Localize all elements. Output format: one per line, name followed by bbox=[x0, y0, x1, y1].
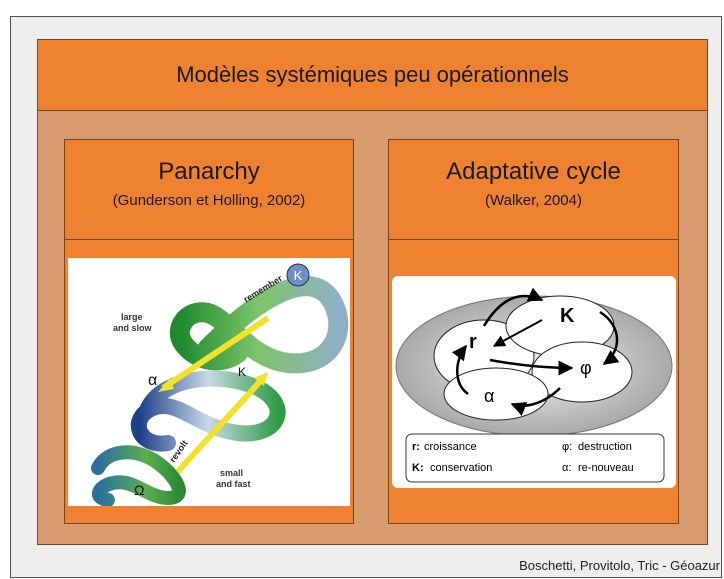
legend-phi-label: destruction bbox=[578, 441, 632, 453]
k-badge-label: K bbox=[294, 268, 303, 283]
arrow-alpha-to-r bbox=[451, 344, 469, 396]
and-slow-label: and slow bbox=[113, 323, 153, 333]
small-loop bbox=[91, 445, 186, 507]
credit-footer: Boschetti, Provitolo, Tric - Géoazur bbox=[519, 558, 720, 573]
legend-alpha-key: α: bbox=[562, 462, 571, 474]
adaptive-cycle-diagram: r K φ α r: croissance K: conservation φ:… bbox=[392, 276, 676, 488]
k-mid-label: K bbox=[238, 365, 246, 379]
panarchy-subtitle: (Gunderson et Holling, 2002) bbox=[112, 192, 306, 209]
large-loop bbox=[169, 276, 349, 374]
panarchy-diagram: K remember large and slow α K revolt sma… bbox=[68, 258, 350, 507]
node-alpha: α bbox=[484, 386, 494, 406]
middle-loop bbox=[130, 370, 286, 452]
alpha-label: α bbox=[148, 372, 157, 389]
panarchy-card-header: Panarchy (Gunderson et Holling, 2002) bbox=[64, 139, 354, 240]
arrow-phi-to-alpha bbox=[510, 387, 561, 416]
large-label: large bbox=[121, 312, 143, 322]
small-label: small bbox=[220, 468, 243, 478]
remember-arrowhead bbox=[158, 378, 174, 392]
title-bar: Modèles systémiques peu opérationnels bbox=[37, 39, 708, 111]
and-fast-label: and fast bbox=[216, 479, 251, 489]
legend-r-key: r: bbox=[412, 441, 420, 453]
node-phi: φ bbox=[580, 358, 592, 378]
legend-phi-key: φ: bbox=[562, 441, 572, 453]
slide-title: Modèles systémiques peu opérationnels bbox=[176, 62, 569, 87]
node-r: r bbox=[469, 331, 477, 353]
k-badge-icon bbox=[286, 263, 310, 287]
arrow-k-to-phi bbox=[599, 310, 620, 366]
node-k: K bbox=[560, 305, 575, 327]
arrow-r-to-phi bbox=[489, 358, 574, 376]
legend-alpha-label: re-nouveau bbox=[578, 462, 634, 474]
arrow-k-to-r bbox=[492, 319, 543, 347]
revolt-arrowhead bbox=[254, 372, 268, 386]
legend-r-label: croissance bbox=[424, 441, 477, 453]
legend-box bbox=[405, 433, 665, 483]
remember-arrow bbox=[161, 315, 270, 391]
legend-k-label: conservation bbox=[430, 462, 492, 474]
adaptive-cycle-card-header: Adaptative cycle (Walker, 2004) bbox=[388, 139, 679, 240]
alpha-phase-ellipse bbox=[443, 367, 549, 421]
adaptive-cycle-title: Adaptative cycle bbox=[446, 158, 621, 185]
panarchy-title: Panarchy bbox=[158, 158, 260, 185]
revolt-arrow bbox=[165, 376, 266, 485]
adaptive-cycle-subtitle: (Walker, 2004) bbox=[485, 192, 582, 209]
legend-k-key: K: bbox=[412, 462, 424, 474]
arrow-r-to-k bbox=[482, 287, 544, 327]
omega-label: Ω bbox=[134, 482, 144, 498]
